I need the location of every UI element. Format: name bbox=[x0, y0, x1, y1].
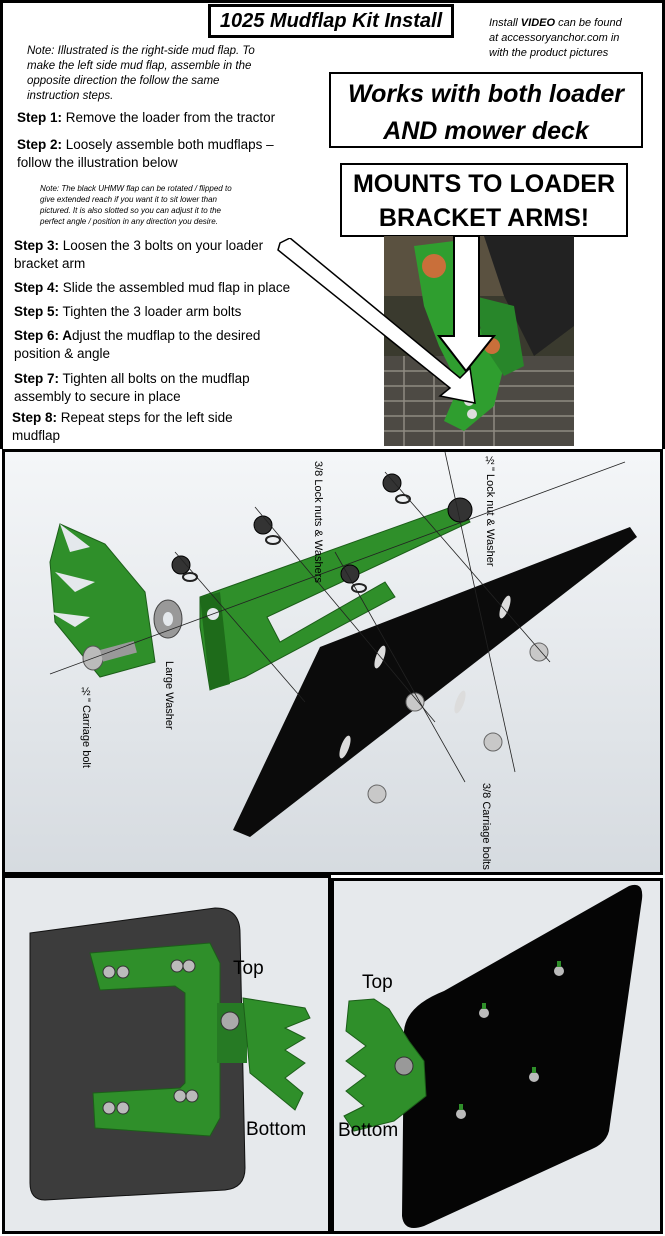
intro-note-line-3: opposite direction the follow the same bbox=[27, 75, 220, 87]
lock-nut-1 bbox=[171, 555, 191, 575]
works-line-2: AND mower deck bbox=[383, 117, 589, 145]
works-with-box: Works with both loader AND mower deck bbox=[329, 72, 643, 148]
step-4: Step 4: Slide the assembled mud flap in … bbox=[14, 280, 291, 295]
uhmw-flap bbox=[233, 527, 637, 837]
step-3: Step 3: Loosen the 3 bolts on your loade… bbox=[14, 238, 264, 271]
br-top-label: Top bbox=[362, 972, 393, 993]
mounts-line-2: BRACKET ARMS! bbox=[378, 204, 590, 232]
label-large-washer: Large Washer bbox=[163, 661, 175, 730]
uhmw-note-line-4: perfect angle / position in any directio… bbox=[40, 217, 218, 226]
left-bracket bbox=[49, 523, 156, 678]
bottom-left-view bbox=[5, 878, 328, 1231]
step-2: Step 2: Loosely assemble both mudflaps –… bbox=[17, 137, 274, 170]
lock-nut-3 bbox=[340, 564, 360, 584]
step-1: Step 1: Remove the loader from the tract… bbox=[17, 110, 276, 125]
label-carriage-bolts-38: 3/8 Carriage bolts bbox=[480, 783, 492, 870]
intro-note-line-4: instruction steps. bbox=[27, 90, 114, 102]
label-half-lock-nut: ½" Lock nut & Washer bbox=[484, 455, 496, 567]
bottom-right-view bbox=[334, 881, 660, 1231]
step-6: Step 6: Adjust the mudflap to the desire… bbox=[14, 328, 261, 361]
video-note-line-2: at accessoryanchor.com in bbox=[489, 32, 620, 44]
page-title-text: 1025 Mudflap Kit Install bbox=[219, 9, 443, 32]
lock-nut-half bbox=[447, 497, 473, 523]
bl-top-label: Top bbox=[233, 958, 264, 979]
intro-note-line-2: make the left side mud flap, assemble in… bbox=[27, 60, 252, 72]
bl-bottom-label: Bottom bbox=[246, 1119, 307, 1140]
lock-nut-2 bbox=[253, 515, 273, 535]
video-note-line-3: with the product pictures bbox=[489, 47, 609, 59]
pointer-arrow bbox=[277, 238, 476, 404]
mounts-line-1: MOUNTS TO LOADER bbox=[352, 170, 616, 198]
loader-bracket-photo bbox=[384, 236, 574, 446]
video-emphasis: VIDEO bbox=[520, 17, 556, 29]
step-5: Step 5: Tighten the 3 loader arm bolts bbox=[14, 304, 242, 319]
exploded-diagram bbox=[5, 452, 660, 872]
label-lock-nuts: 3/8 Lock nuts & Washers bbox=[312, 461, 324, 583]
intro-note-line-1: Note: Illustrated is the right-side mud … bbox=[27, 45, 255, 57]
video-note-line-1: Install VIDEO can be found bbox=[489, 17, 622, 29]
works-line-1: Works with both loader bbox=[348, 80, 624, 108]
mounts-box: MOUNTS TO LOADER BRACKET ARMS! bbox=[340, 163, 628, 237]
lock-nut-4 bbox=[382, 473, 402, 493]
label-carriage-bolt: ½" Carriage bolt bbox=[80, 686, 92, 768]
uhmw-note: Note: The black UHMW flap can be rotated… bbox=[40, 183, 300, 227]
br-bottom-label: Bottom bbox=[338, 1120, 399, 1141]
video-note: Install VIDEO can be found at accessorya… bbox=[489, 16, 659, 61]
step-7: Step 7: Tighten all bolts on the mudflap… bbox=[14, 371, 250, 404]
uhmw-note-line-2: give extended reach if you want it to si… bbox=[40, 195, 217, 204]
intro-note: Note: Illustrated is the right-side mud … bbox=[27, 44, 327, 104]
uhmw-note-line-1: Note: The black UHMW flap can be rotated… bbox=[40, 184, 232, 193]
uhmw-note-line-3: pictured. It is also slotted so you can … bbox=[40, 206, 221, 215]
page-title: 1025 Mudflap Kit Install bbox=[208, 4, 454, 38]
